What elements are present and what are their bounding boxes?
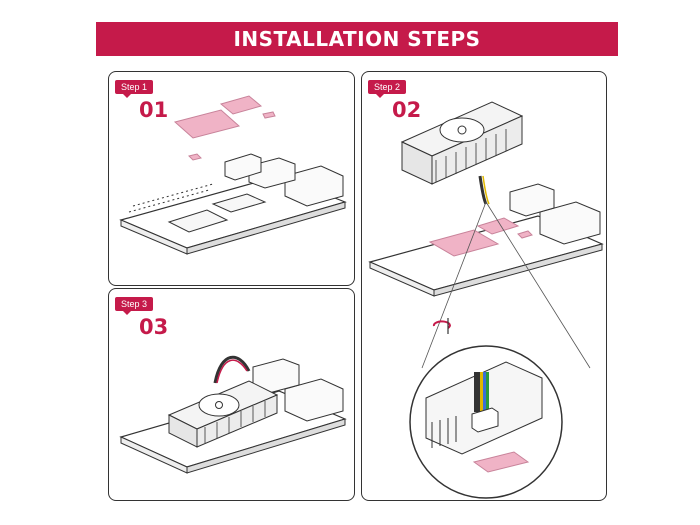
- board-pad-medium: [476, 217, 520, 235]
- step-3-number: 03: [139, 315, 169, 339]
- step-2-number: 02: [392, 98, 422, 122]
- step-1-board-illustration: [119, 95, 347, 255]
- step-1-tag: Step 1: [115, 80, 154, 98]
- step-1-panel: Step 1 01: [108, 71, 355, 286]
- step-2-tag: Step 2: [368, 80, 407, 98]
- step-2-panel: Step 2 02: [361, 71, 607, 501]
- banner-title: INSTALLATION STEPS: [233, 27, 481, 51]
- step-3-tag: Step 3: [115, 297, 154, 315]
- thermal-pad-tiny: [188, 153, 202, 161]
- thermal-pad-large: [173, 109, 241, 139]
- step-2-board-illustration: [368, 101, 604, 499]
- step-3-board-illustration: [119, 355, 347, 474]
- rotate-arrow-icon: [432, 320, 451, 329]
- installation-steps-banner: INSTALLATION STEPS: [96, 22, 618, 56]
- step-1-number: 01: [139, 98, 169, 122]
- thermal-pad-medium: [219, 95, 263, 115]
- board-pad-large: [428, 229, 500, 257]
- thermal-pad-small: [262, 111, 276, 119]
- step-3-panel: Step 3 03: [108, 288, 355, 501]
